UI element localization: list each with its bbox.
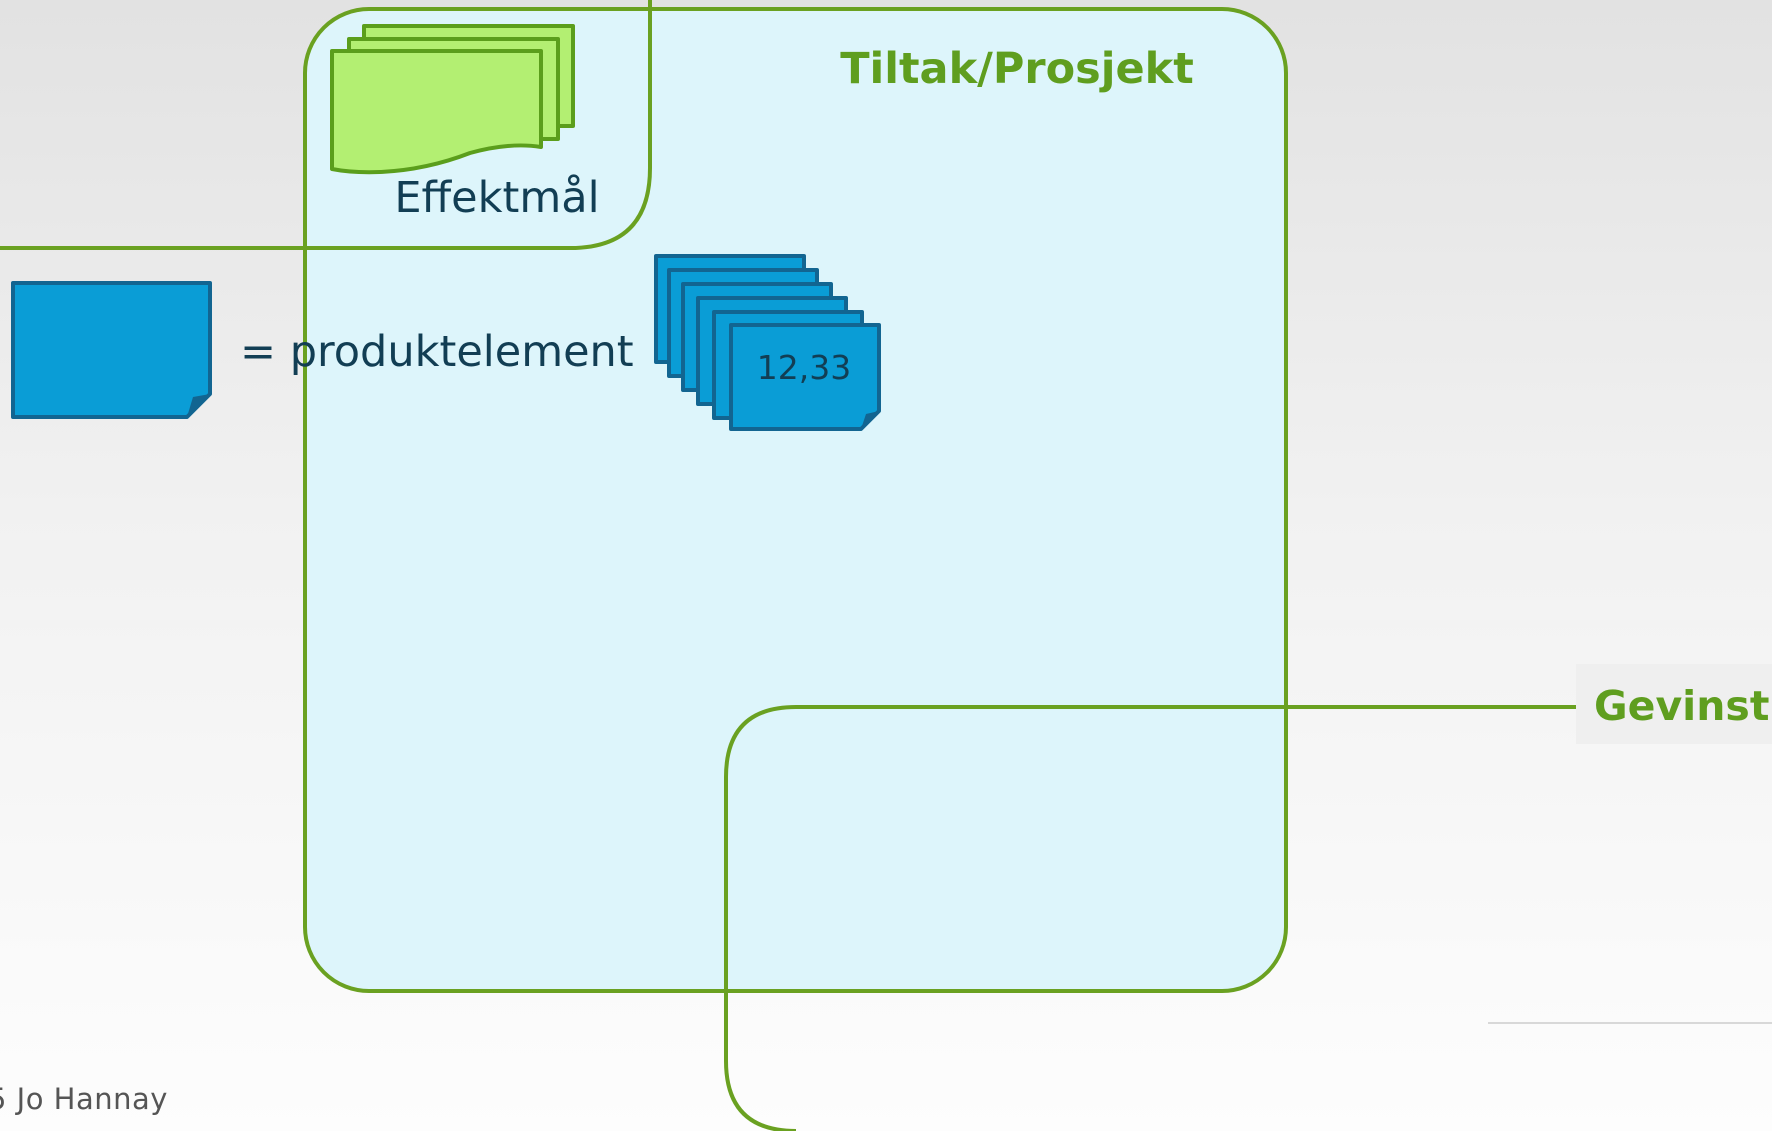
document-front [330,49,543,175]
footer-author: 5 Jo Hannay [0,1082,168,1116]
product-card-fold [861,411,879,429]
tiltak-label: Tiltak/Prosjekt [840,44,1194,94]
legend-product-fold [187,394,210,417]
project-container [303,7,1288,993]
legend-product-label: = produktelement [240,327,634,377]
gevinst-label-box [1576,664,1772,744]
effektmal-label: Effektmål [394,173,599,223]
gevinst-frame [724,705,1576,1131]
footer-rule [1488,1022,1772,1024]
effektmal-frame [0,0,652,250]
product-stack-number: 12,33 [757,348,851,387]
legend-product-element [11,281,212,419]
product-element-stack [654,254,881,431]
gevinst-label: Gevinst [1594,682,1769,730]
effektmal-document-stack [330,24,575,175]
